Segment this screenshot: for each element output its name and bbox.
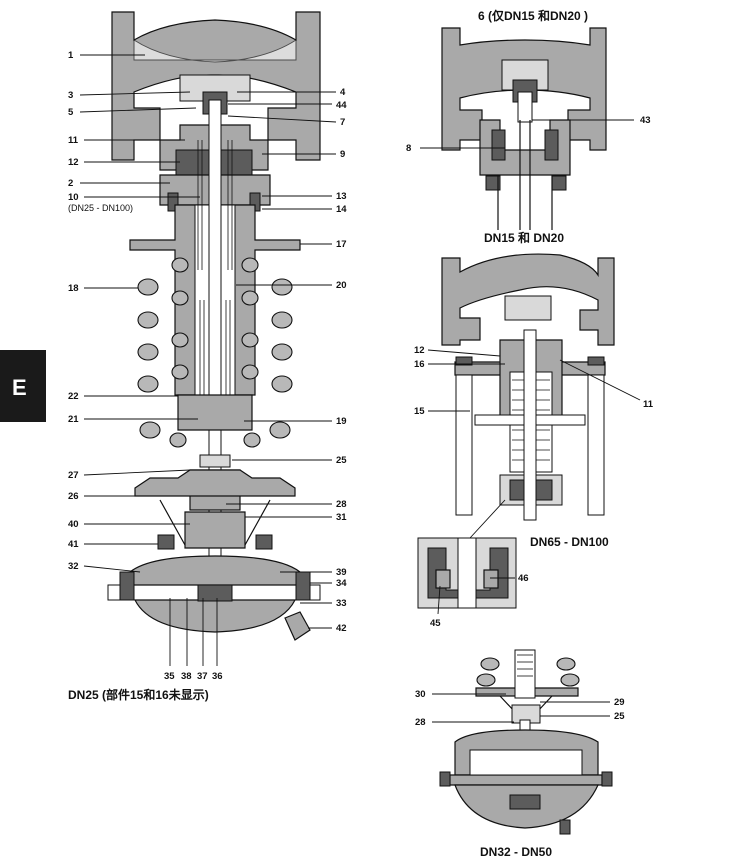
label-22: 22 [68, 391, 79, 402]
label-28: 28 [336, 499, 347, 510]
label-25: 25 [336, 455, 347, 466]
label-36: 36 [212, 671, 223, 682]
label-30: 30 [415, 689, 426, 700]
label-16: 16 [414, 359, 425, 370]
label-27: 27 [68, 470, 79, 481]
label-2: 2 [68, 178, 73, 189]
label-42: 42 [336, 623, 347, 634]
label-25b: 25 [614, 711, 625, 722]
label-17: 17 [336, 239, 347, 250]
dn32-dn50-detail: 30 28 29 25 DN32 - DN50 [415, 649, 625, 859]
label-35: 35 [164, 671, 175, 682]
label-11b: 11 [643, 399, 654, 410]
main-valve-drawing [107, 11, 321, 641]
label-10-note: (DN25 - DN100) [68, 203, 133, 213]
label-37: 37 [197, 671, 208, 682]
label-33: 33 [336, 598, 347, 609]
main-right-labels: 4 44 7 9 13 14 17 20 19 25 28 31 39 34 3… [226, 87, 347, 634]
label-26: 26 [68, 491, 79, 502]
label-44: 44 [336, 100, 347, 111]
label-1: 1 [68, 50, 74, 61]
dn65-dn100-detail: 12 16 15 11 46 45 DN65 - DN100 [414, 253, 654, 629]
caption-dn25: DN25 (部件15和16未显示) [68, 687, 209, 702]
label-7: 7 [340, 117, 345, 128]
caption-dn65-dn100: DN65 - DN100 [530, 535, 609, 549]
label-3: 3 [68, 90, 73, 101]
label-18: 18 [68, 283, 79, 294]
label-46: 46 [518, 573, 529, 584]
label-32: 32 [68, 561, 79, 572]
label-38: 38 [181, 671, 192, 682]
section-tab-letter: E [12, 375, 27, 400]
label-40: 40 [68, 519, 79, 530]
label-43: 43 [640, 115, 651, 126]
label-4: 4 [340, 87, 346, 98]
main-bottom-labels: 35 38 37 36 DN25 (部件15和16未显示) [68, 598, 223, 702]
label-12: 12 [68, 157, 79, 168]
main-left-labels: 1 3 5 11 12 2 10 (DN25 - DN100) 18 22 21… [68, 50, 200, 573]
label-15: 15 [414, 406, 425, 417]
label-5: 5 [68, 107, 74, 118]
label-28b: 28 [415, 717, 426, 728]
caption-dn32-dn50: DN32 - DN50 [480, 845, 552, 859]
section-tab [0, 350, 46, 422]
label-11: 11 [68, 135, 79, 146]
label-21: 21 [68, 414, 79, 425]
label-9: 9 [340, 149, 345, 160]
label-13: 13 [336, 191, 347, 202]
label-8: 8 [406, 143, 411, 154]
dn15-dn20-detail: 6 (仅DN15 和DN20 ) 8 43 DN15 和 DN20 [406, 8, 651, 245]
label-45: 45 [430, 618, 441, 629]
label-41: 41 [68, 539, 79, 550]
label-19: 19 [336, 416, 347, 427]
label-20: 20 [336, 280, 347, 291]
label-31: 31 [336, 512, 347, 523]
label-39: 39 [336, 567, 347, 578]
caption-dn15-dn20: DN15 和 DN20 [484, 230, 564, 245]
label-10: 10 [68, 192, 79, 203]
label-14: 14 [336, 204, 347, 215]
label-34: 34 [336, 578, 347, 589]
label-12b: 12 [414, 345, 425, 356]
label-29: 29 [614, 697, 625, 708]
caption-detail-6: 6 (仅DN15 和DN20 ) [478, 8, 588, 23]
